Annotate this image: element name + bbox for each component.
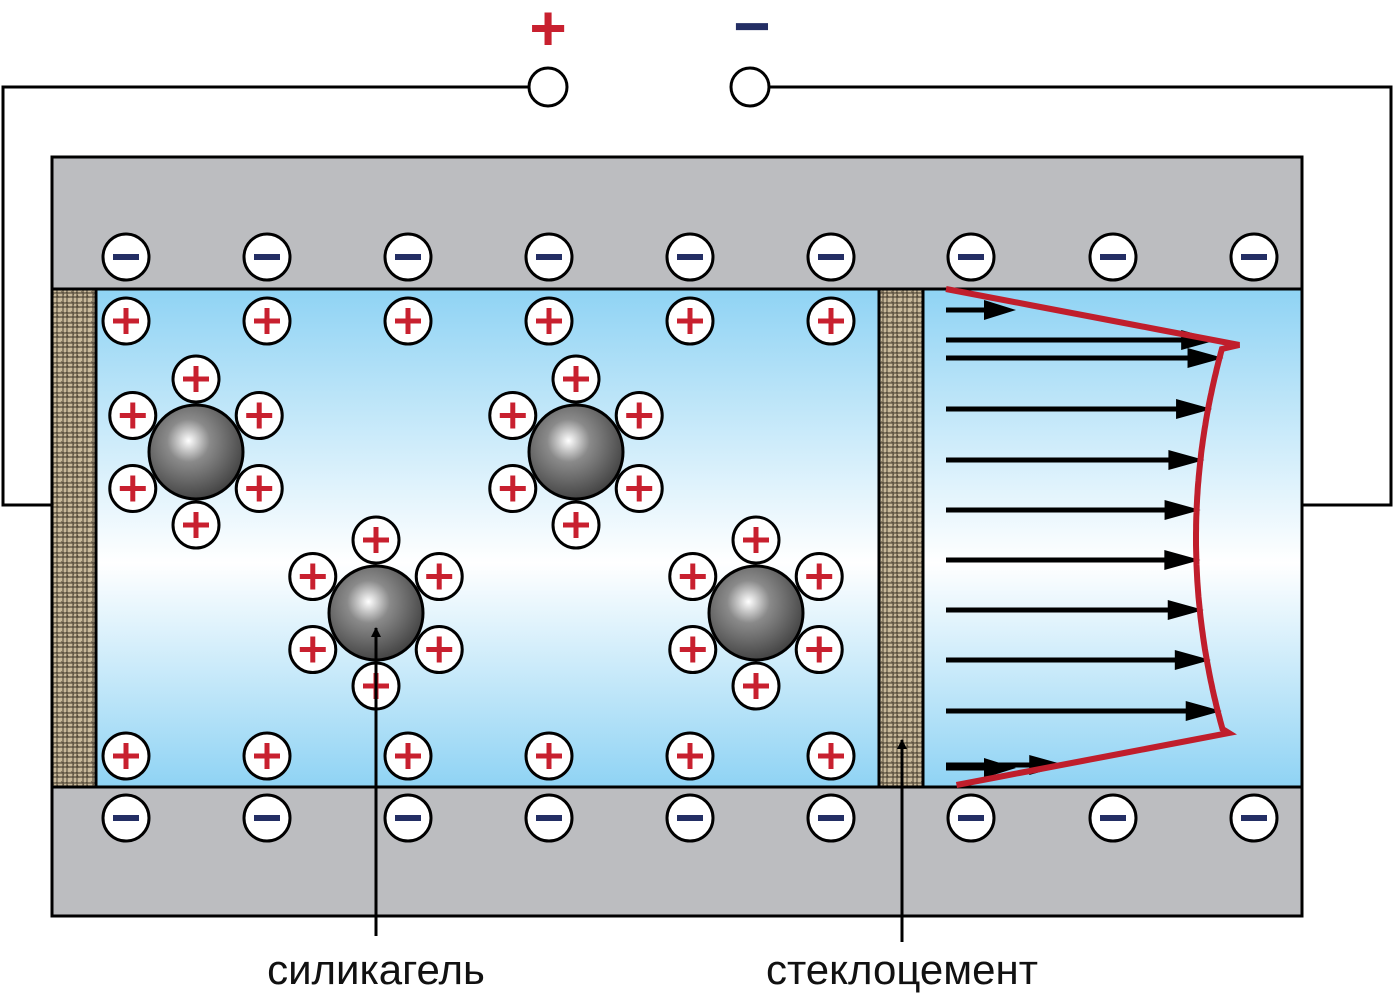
particle-positive-charge xyxy=(171,354,221,404)
glass-cement-plug xyxy=(877,287,925,789)
wire-left xyxy=(1,85,528,507)
particle-positive-charge xyxy=(288,552,338,601)
wall-negative-charge xyxy=(946,793,996,843)
particle-positive-charge xyxy=(234,464,284,513)
particle-positive-charge xyxy=(351,515,401,565)
wall-negative-charge xyxy=(101,793,151,843)
wall-negative-charge xyxy=(665,232,715,282)
wall-negative-charge xyxy=(806,793,856,843)
particle-positive-charge xyxy=(794,552,844,601)
liquid-positive-charge xyxy=(806,296,856,346)
liquid-positive-charge xyxy=(242,731,292,781)
particle-positive-charge xyxy=(731,661,781,711)
particle-positive-charge xyxy=(414,552,464,601)
liquid-positive-charge xyxy=(524,296,574,346)
silica-gel-particle xyxy=(668,515,844,711)
liquid-positive-charge xyxy=(665,296,715,346)
glass-cement-label: стеклоцемент xyxy=(766,946,1038,993)
particle-positive-charge xyxy=(731,515,781,565)
silica-sphere xyxy=(707,564,805,662)
wall-negative-charge xyxy=(524,793,574,843)
velocity-arrowhead xyxy=(984,300,1016,320)
silica-gel-particle xyxy=(288,515,464,711)
particle-positive-charge xyxy=(551,500,601,550)
particle-positive-charge xyxy=(668,552,718,601)
silica-gel-particle xyxy=(108,354,284,550)
particle-positive-charge xyxy=(668,625,718,674)
particle-positive-charge xyxy=(488,464,538,513)
liquid-positive-charge xyxy=(383,296,433,346)
silica-gel-particle xyxy=(488,354,664,550)
liquid-positive-charge xyxy=(242,296,292,346)
silica-gel-label: силикагель xyxy=(267,946,485,993)
velocity-arrowhead xyxy=(1187,348,1224,368)
wall-charges xyxy=(101,232,1279,843)
wall-negative-charge xyxy=(1088,793,1138,843)
wall-negative-charge xyxy=(524,232,574,282)
wall-negative-charge xyxy=(1229,793,1279,843)
velocity-profile-curve xyxy=(945,286,1240,788)
particle-positive-charge xyxy=(288,625,338,674)
velocity-arrowhead xyxy=(1164,550,1201,570)
liquid-positive-charge xyxy=(101,296,151,346)
wall-negative-charge xyxy=(101,232,151,282)
velocity-arrowhead xyxy=(1176,399,1213,419)
silica-sphere xyxy=(527,403,625,501)
wall-negative-charge xyxy=(1229,232,1279,282)
flow-profile xyxy=(945,286,1240,788)
particle-positive-charge xyxy=(614,391,664,440)
left-porous-plug xyxy=(50,287,98,789)
negative-polarity-sign: − xyxy=(733,0,771,62)
particle-positive-charge xyxy=(488,391,538,440)
velocity-arrowhead xyxy=(1167,600,1204,620)
wall-negative-charge xyxy=(946,232,996,282)
velocity-arrowhead xyxy=(984,758,1016,778)
particle-positive-charge xyxy=(794,625,844,674)
liquid-positive-charge xyxy=(806,731,856,781)
particle-positive-charge xyxy=(234,391,284,440)
velocity-arrowhead xyxy=(1185,701,1222,721)
wall-negative-charge xyxy=(242,232,292,282)
liquid-positive-charge xyxy=(524,731,574,781)
liquid-positive-charge xyxy=(383,731,433,781)
wall-negative-charge xyxy=(383,793,433,843)
liquid-positive-charge xyxy=(101,731,151,781)
silica-gel-particles xyxy=(108,354,844,711)
wall-negative-charge xyxy=(806,232,856,282)
particle-positive-charge xyxy=(614,464,664,513)
silica-sphere xyxy=(147,403,245,501)
positive-polarity-sign: + xyxy=(529,0,567,64)
particle-positive-charge xyxy=(108,464,158,513)
particle-positive-charge xyxy=(108,391,158,440)
positive-terminal xyxy=(527,66,569,108)
liquid-channel xyxy=(50,287,1304,789)
velocity-arrowhead xyxy=(1164,500,1201,520)
particle-positive-charge xyxy=(551,354,601,404)
wall-negative-charge xyxy=(665,793,715,843)
wall-negative-charge xyxy=(1088,232,1138,282)
wire-right xyxy=(770,85,1393,507)
particle-positive-charge xyxy=(171,500,221,550)
particle-positive-charge xyxy=(414,625,464,674)
negative-terminal xyxy=(729,66,771,108)
wall-negative-charge xyxy=(242,793,292,843)
liquid-positive-charge xyxy=(665,731,715,781)
velocity-arrowhead xyxy=(1168,450,1205,470)
velocity-arrowhead xyxy=(1174,650,1211,670)
circuit-wires xyxy=(1,85,1393,507)
wall-negative-charge xyxy=(383,232,433,282)
